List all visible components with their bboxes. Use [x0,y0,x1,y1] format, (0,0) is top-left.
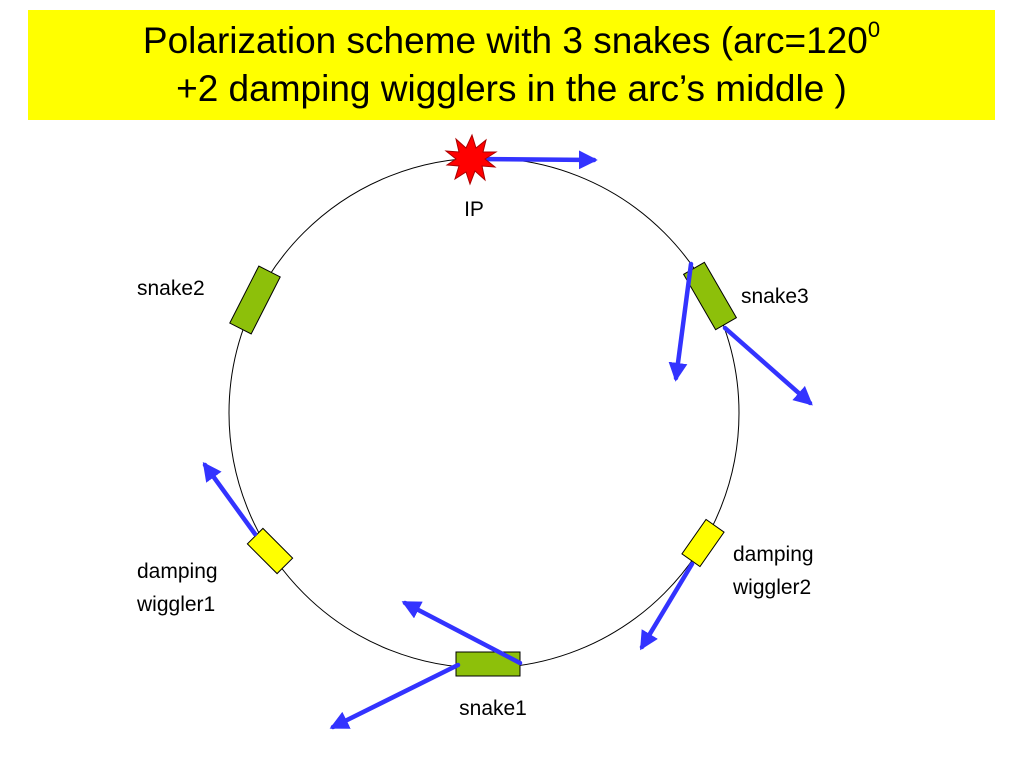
snake3-magnet [682,261,738,331]
storage-ring [228,157,740,669]
damping-wiggler2-magnet [681,518,725,568]
snake2-label: snake2 [137,277,205,300]
ip-label: IP [464,198,484,221]
spin-arrow-snake1-in [401,600,523,666]
snake3-label: snake3 [741,285,809,308]
wiggler2-label-line1: damping [733,543,814,566]
spin-arrow-wiggler1 [202,461,258,537]
title-line-2: +2 damping wigglers in the arc’s middle … [176,68,847,109]
title-banner: Polarization scheme with 3 snakes (arc=1… [28,10,995,120]
title-superscript: 0 [867,17,881,42]
spin-arrow-ip [469,150,598,170]
title-line-1: Polarization scheme with 3 snakes (arc=1… [143,17,880,65]
spin-arrow-snake3-in [668,261,694,382]
ip-burst-icon [444,133,498,186]
snake2-magnet [229,265,281,335]
title-line-1-text: Polarization scheme with 3 snakes (arc=1… [142,20,868,61]
wiggler2-label-line2: wiggler2 [732,576,811,599]
spin-arrow-snake1-out [329,662,461,730]
wiggler1-label-line1: damping [137,560,218,583]
spin-arrow-snake3-out [722,325,813,406]
snake1-label: snake1 [459,697,527,720]
spin-arrow-wiggler2 [639,561,695,651]
wiggler1-label-line2: wiggler1 [136,593,215,616]
